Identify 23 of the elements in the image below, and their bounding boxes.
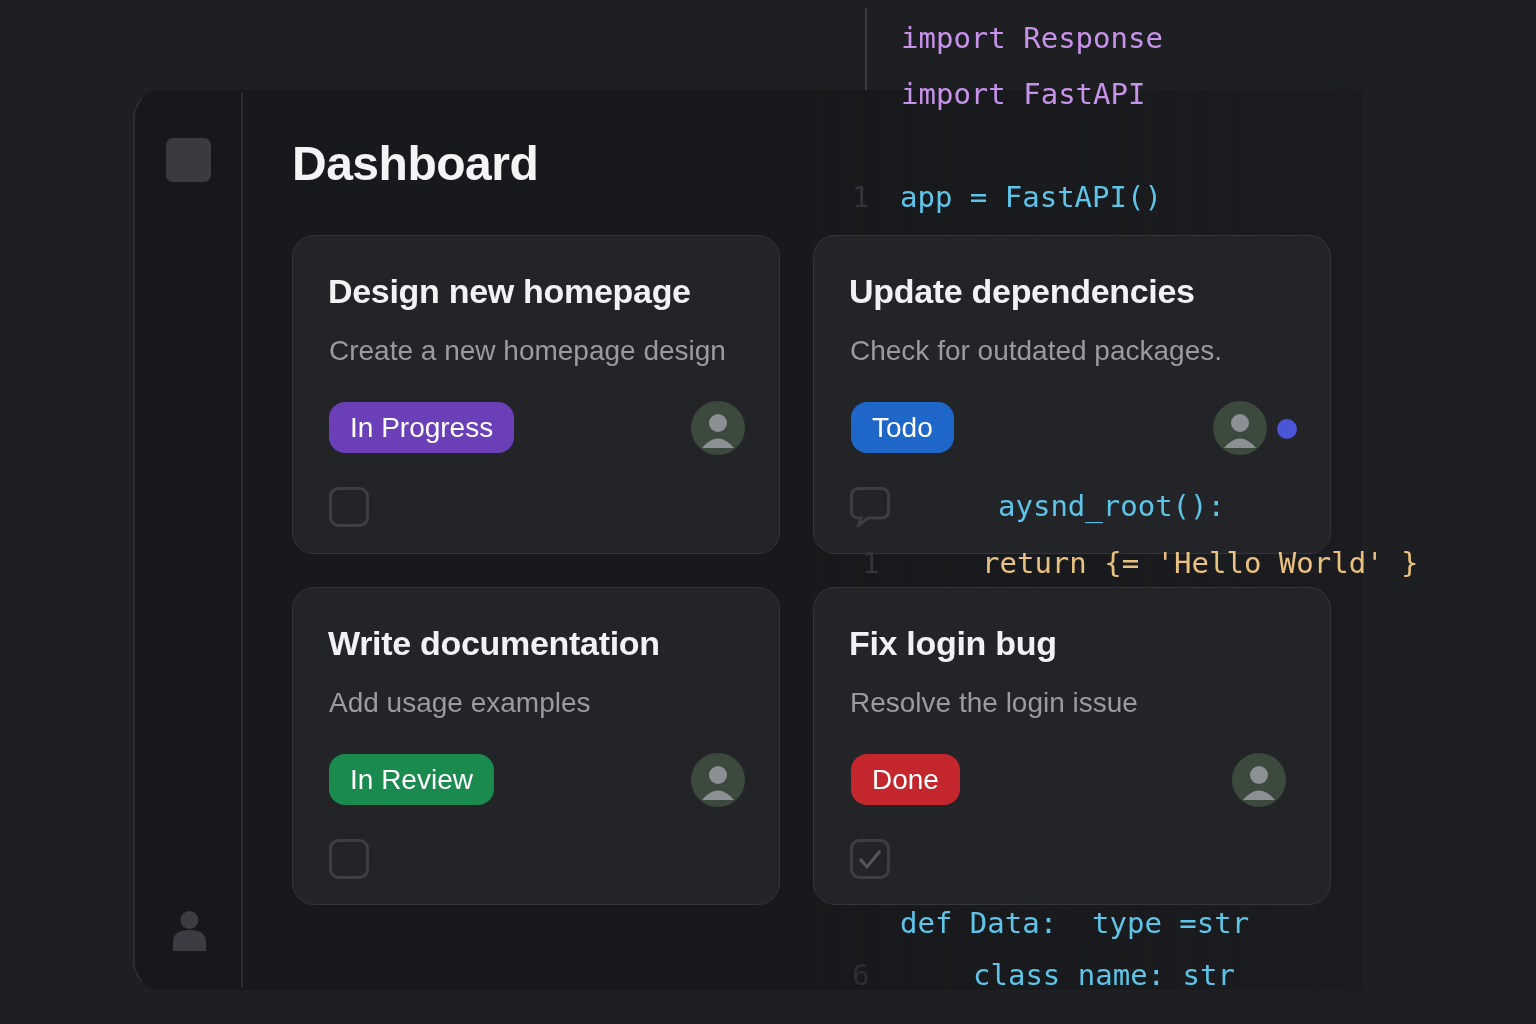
code-line: aysnd_root(): (998, 488, 1225, 524)
code-line: def Data: type =str (900, 905, 1250, 941)
card-description: Check for outdated packages. (850, 335, 1222, 367)
status-tag: Done (851, 754, 960, 805)
card-title: Fix login bug (849, 624, 1057, 663)
code-line: app = FastAPI() (900, 179, 1162, 215)
card-description: Create a new homepage design (329, 335, 726, 367)
card-description: Resolve the login issue (850, 687, 1138, 719)
task-card (292, 235, 780, 554)
code-line: import FastAPI (901, 76, 1146, 112)
code-line: import Response (901, 20, 1163, 56)
card-title: Design new homepage (328, 272, 691, 311)
status-tag: In Review (329, 754, 494, 805)
card-description: Add usage examples (329, 687, 591, 719)
code-line: class name: str (973, 957, 1235, 993)
status-tag: Todo (851, 402, 954, 453)
task-card (813, 587, 1331, 905)
card-title: Write documentation (328, 624, 660, 663)
code-line: return {= 'Hello World' } (982, 545, 1419, 581)
page-title: Dashboard (292, 136, 539, 191)
task-card (292, 587, 780, 905)
status-tag: In Progress (329, 402, 515, 453)
card-title: Update dependencies (849, 272, 1195, 311)
